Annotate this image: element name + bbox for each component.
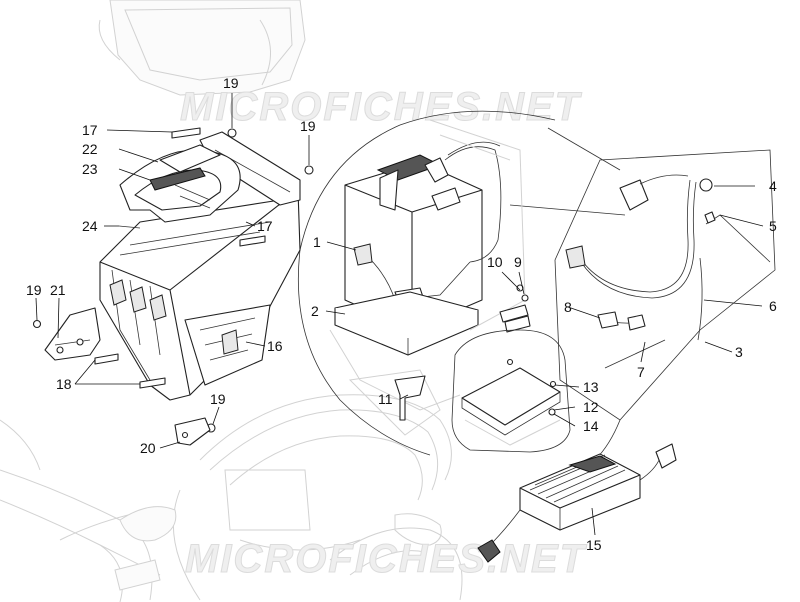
callout-5: 5 [769, 218, 777, 234]
battery-charger [477, 443, 677, 563]
callout-19-right: 19 [300, 118, 316, 134]
callout-20: 20 [140, 440, 156, 456]
callout-19-left: 19 [26, 282, 42, 298]
callout-13: 13 [583, 379, 599, 395]
callout-19-bottom: 19 [210, 391, 226, 407]
callout-1: 1 [313, 234, 321, 250]
callout-17-top: 17 [82, 122, 98, 138]
callout-22: 22 [82, 141, 98, 157]
callout-labels: 17 22 23 24 19 19 17 19 21 18 16 20 19 1… [26, 75, 777, 553]
watermark-top: MICROFICHES.NET [180, 85, 583, 129]
callout-16: 16 [267, 338, 283, 354]
cover-plate-detail [451, 329, 571, 453]
terminal-screws [499, 284, 531, 333]
wiring-harness [554, 149, 776, 421]
detail-housing-ghost [329, 119, 526, 436]
battery-bracket [394, 375, 426, 421]
watermark-bottom: MICROFICHES.NET [185, 537, 588, 581]
callout-18: 18 [56, 376, 72, 392]
callout-23: 23 [82, 161, 98, 177]
callout-7: 7 [637, 364, 645, 380]
callout-3: 3 [735, 344, 743, 360]
callout-12: 12 [583, 399, 599, 415]
callout-11: 11 [378, 391, 393, 407]
callout-19-top: 19 [223, 75, 239, 91]
fasteners [32, 127, 314, 446]
callout-14: 14 [583, 418, 599, 434]
battery-strap [119, 144, 241, 223]
callout-15: 15 [586, 537, 602, 553]
callout-8: 8 [564, 299, 572, 315]
callout-9: 9 [514, 254, 522, 270]
leader-lines [35, 93, 764, 536]
callout-6: 6 [769, 298, 777, 314]
callout-2: 2 [311, 303, 319, 319]
callout-21: 21 [50, 282, 66, 298]
background-scooter-outline [0, 0, 463, 602]
callout-4: 4 [769, 178, 777, 194]
callout-10: 10 [487, 254, 503, 270]
callout-24: 24 [82, 218, 98, 234]
callout-17-housing: 17 [257, 218, 273, 234]
battery-unit [334, 141, 502, 356]
